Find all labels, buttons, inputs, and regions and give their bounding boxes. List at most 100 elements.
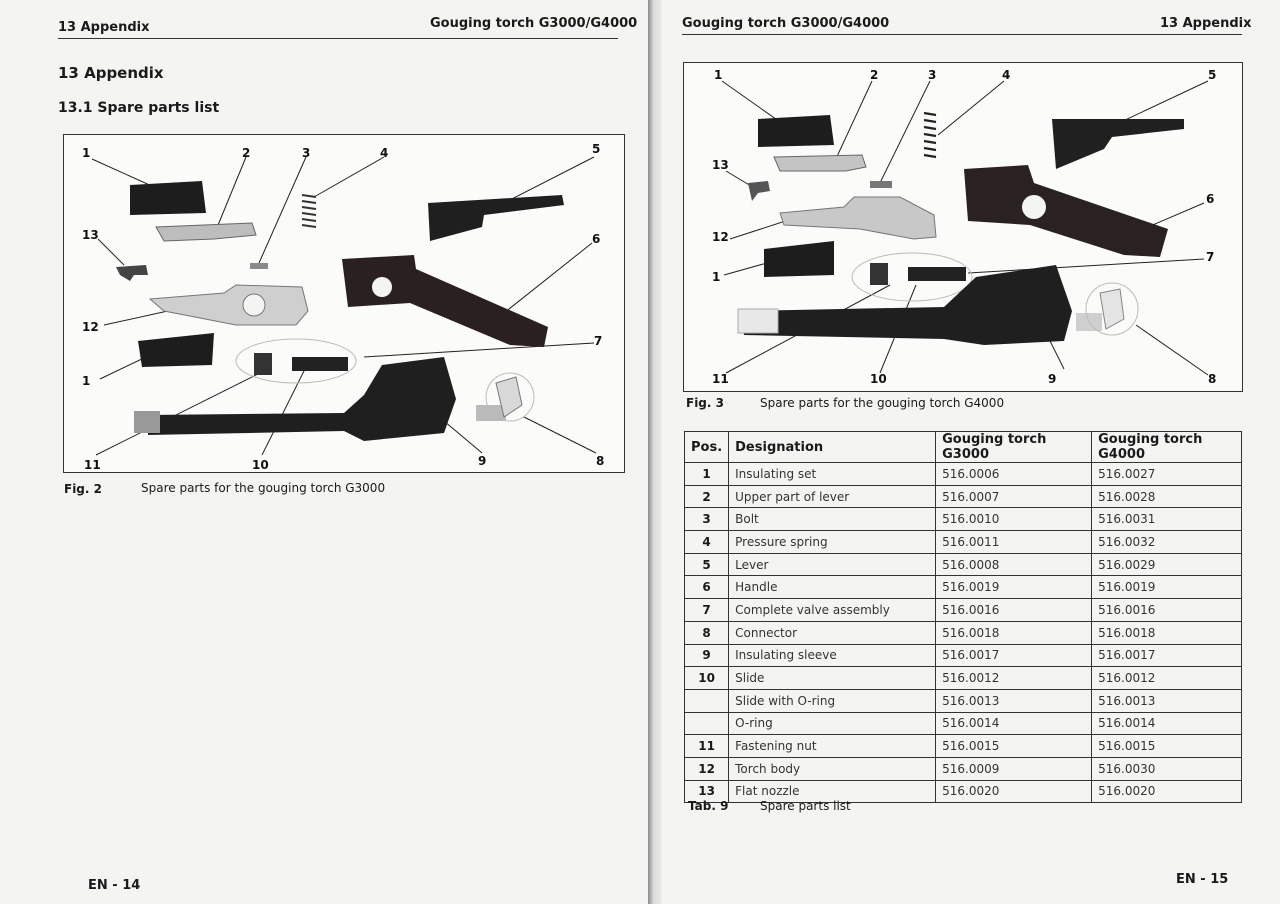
right-header-title: Gouging torch G3000/G4000	[682, 16, 890, 31]
parts-diagram-g4000: 1 2 3 4 5 13 6 12 7 1 11 10 9 8	[712, 68, 1216, 386]
callout-3: 3	[928, 68, 936, 82]
callout-2: 2	[242, 146, 250, 160]
row-pos	[683, 688, 730, 713]
row-pos: 11	[683, 734, 730, 758]
row-g3000: 516.0013	[935, 688, 1093, 713]
row-g3000: 516.0014	[935, 711, 1093, 736]
header-rule	[682, 34, 1242, 35]
row-designation: Insulating sleeve	[728, 643, 937, 668]
row-designation: Insulating set	[728, 462, 937, 486]
callout-11: 11	[712, 372, 729, 386]
row-g4000: 516.0030	[1091, 756, 1242, 781]
callout-8: 8	[1208, 372, 1216, 386]
table-caption: Spare parts list	[760, 799, 851, 813]
figure-g4000: 1 2 3 4 5 13 6 12 7 1 11 10 9 8	[683, 62, 1243, 392]
row-pos: 7	[683, 598, 730, 622]
row-pos: 5	[683, 552, 730, 577]
row-g3000: 516.0018	[935, 620, 1093, 645]
row-pos: 10	[683, 666, 730, 690]
row-designation: Lever	[728, 552, 937, 577]
row-pos: 12	[683, 756, 730, 781]
row-g3000: 516.0020	[935, 779, 1093, 804]
right-header-section: 13 Appendix	[1160, 16, 1252, 31]
header-rule	[58, 38, 618, 39]
callout-1-bottom: 1	[712, 270, 720, 284]
left-header-section: 13 Appendix	[58, 20, 150, 35]
row-g4000: 516.0029	[1091, 552, 1242, 577]
row-pos: 3	[683, 507, 730, 532]
callout-10: 10	[870, 372, 887, 386]
header-designation: Designation	[728, 431, 937, 463]
row-designation: O-ring	[728, 711, 937, 736]
row-g3000: 516.0010	[935, 507, 1093, 532]
row-designation: Fastening nut	[728, 734, 937, 758]
callout-7: 7	[594, 334, 602, 348]
row-g4000: 516.0027	[1091, 462, 1242, 486]
row-designation: Upper part of lever	[728, 484, 937, 509]
row-designation: Torch body	[728, 756, 937, 781]
parts-diagram-g3000: 1 2 3 4 5 13 6 12 7 1 11 10 9 8	[82, 142, 604, 472]
row-g4000: 516.0012	[1091, 666, 1242, 690]
callout-11: 11	[84, 458, 101, 472]
callout-1-top: 1	[82, 146, 90, 160]
callout-4: 4	[1002, 68, 1010, 82]
row-g4000: 516.0032	[1091, 530, 1242, 554]
row-designation: Slide	[728, 666, 937, 690]
figure-g3000: 1 2 3 4 5 13 6 12 7 1 11 10 9 8	[63, 134, 625, 473]
row-pos: 1	[683, 462, 730, 486]
row-g3000: 516.0009	[935, 756, 1093, 781]
table-header-row: Pos. Designation Gouging torch G3000 Gou…	[683, 431, 1242, 463]
row-pos: 8	[683, 620, 730, 645]
callout-6: 6	[1206, 192, 1214, 206]
row-pos: 13	[683, 779, 730, 804]
callout-12: 12	[82, 320, 99, 334]
callout-5: 5	[592, 142, 600, 156]
row-g4000: 516.0015	[1091, 734, 1242, 758]
row-pos: 9	[683, 643, 730, 668]
callout-6: 6	[592, 232, 600, 246]
callout-10: 10	[252, 458, 269, 472]
row-designation: Complete valve assembly	[728, 598, 937, 622]
callout-1-bottom: 1	[82, 374, 90, 388]
left-header-title: Gouging torch G3000/G4000	[430, 16, 638, 31]
row-designation: Flat nozzle	[728, 779, 937, 804]
row-pos: 4	[683, 530, 730, 554]
row-g3000: 516.0012	[935, 666, 1093, 690]
row-pos: 6	[683, 575, 730, 600]
callout-7: 7	[1206, 250, 1214, 264]
row-g4000: 516.0016	[1091, 598, 1242, 622]
callout-1-top: 1	[714, 68, 722, 82]
row-g4000: 516.0028	[1091, 484, 1242, 509]
callout-13: 13	[712, 158, 729, 172]
row-designation: Pressure spring	[728, 530, 937, 554]
section-title: 13 Appendix	[58, 64, 164, 82]
row-pos	[683, 711, 730, 736]
row-g3000: 516.0007	[935, 484, 1093, 509]
figure-caption: Spare parts for the gouging torch G3000	[141, 481, 386, 495]
row-g4000: 516.0017	[1091, 643, 1242, 668]
callout-13: 13	[82, 228, 99, 242]
page-number: EN - 15	[1176, 872, 1229, 887]
row-g3000: 516.0019	[935, 575, 1093, 600]
row-g3000: 516.0015	[935, 734, 1093, 758]
row-pos: 2	[683, 484, 730, 509]
callout-3: 3	[302, 146, 310, 160]
row-designation: Bolt	[728, 507, 937, 532]
row-designation: Connector	[728, 620, 937, 645]
row-g3000: 516.0017	[935, 643, 1093, 668]
left-page: 13 Appendix Gouging torch G3000/G4000 13…	[0, 0, 648, 904]
callout-12: 12	[712, 230, 729, 244]
row-g4000: 516.0014	[1091, 711, 1242, 736]
